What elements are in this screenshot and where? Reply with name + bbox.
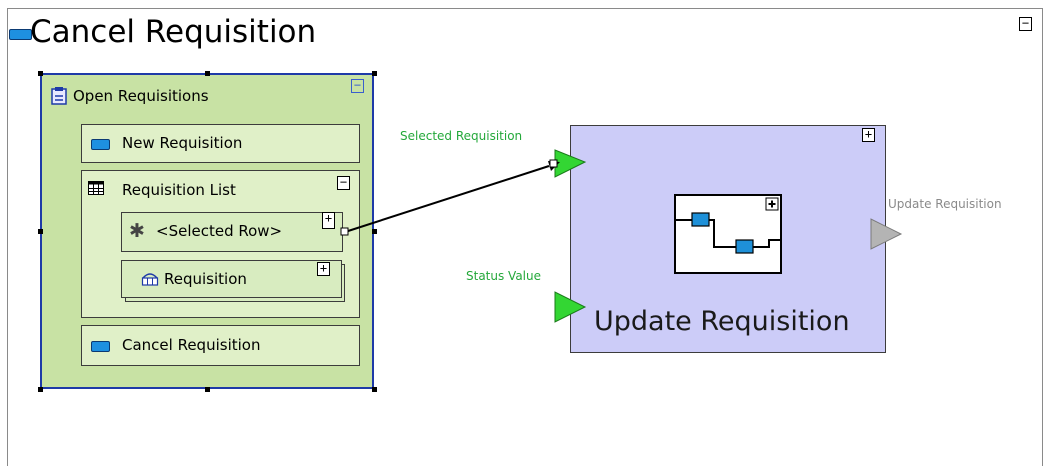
new-requisition-label: New Requisition (122, 134, 243, 152)
input-port-label: Status Value (466, 269, 542, 283)
canvas-border (7, 8, 8, 466)
collapse-list-button[interactable]: − (337, 176, 350, 190)
canvas-border (1042, 8, 1043, 466)
cancel-requisition-label: Cancel Requisition (122, 336, 261, 354)
requisition-list-label: Requisition List (122, 181, 236, 199)
connector-endpoint[interactable] (340, 227, 349, 236)
button-icon (91, 341, 110, 352)
canvas-border (7, 8, 1043, 9)
data-connector[interactable] (344, 165, 550, 233)
resize-handle[interactable] (38, 229, 43, 234)
resize-handle[interactable] (372, 387, 377, 392)
group-title: Open Requisitions (73, 87, 209, 105)
status-value-input-port[interactable] (554, 291, 587, 323)
resize-handle[interactable] (205, 71, 210, 76)
process-title: Update Requisition (594, 306, 850, 337)
connector-endpoint[interactable] (549, 159, 558, 168)
expand-item-button[interactable]: + (317, 262, 330, 276)
resize-handle[interactable] (205, 387, 210, 392)
resize-handle[interactable] (38, 71, 43, 76)
expand-process-button[interactable]: + (862, 128, 875, 142)
button-icon (9, 29, 32, 40)
requisition-item-label: Requisition (164, 270, 247, 288)
selected-requisition-input-port[interactable] (554, 149, 587, 178)
collapse-canvas-button[interactable]: − (1019, 17, 1032, 31)
resize-handle[interactable] (38, 387, 43, 392)
input-port-label: Selected Requisition (400, 129, 523, 143)
page-title: Cancel Requisition (30, 14, 317, 50)
asterisk-icon: ✱ (129, 220, 145, 242)
button-icon (91, 139, 110, 150)
cancel-requisition-button[interactable] (81, 325, 360, 366)
expand-row-button[interactable]: + (322, 212, 335, 229)
new-requisition-button[interactable] (81, 124, 360, 163)
selected-row-item[interactable] (121, 212, 343, 252)
resize-handle[interactable] (372, 229, 377, 234)
update-requisition-output-port[interactable] (870, 218, 903, 250)
output-port-label: Update Requisition (888, 197, 1002, 211)
resize-handle[interactable] (372, 71, 377, 76)
collapse-group-button[interactable]: − (351, 79, 364, 93)
selected-row-label: <Selected Row> (156, 222, 283, 240)
